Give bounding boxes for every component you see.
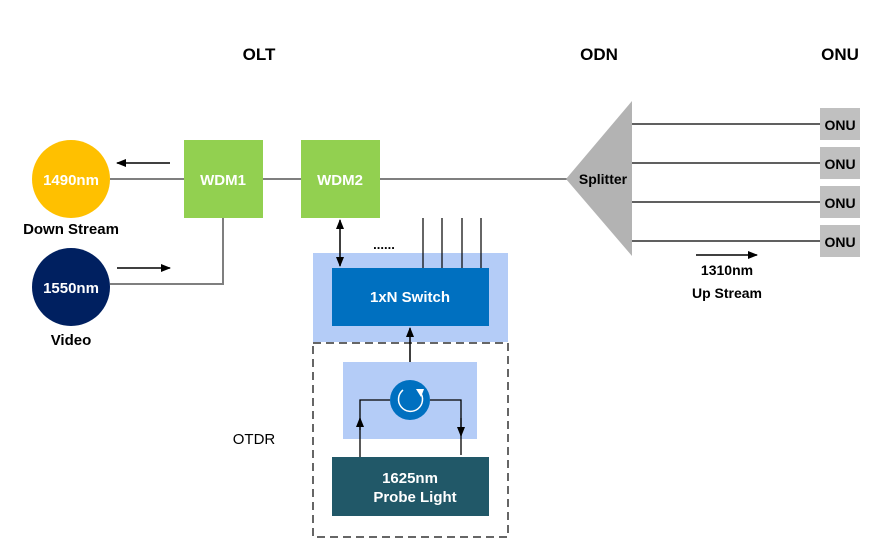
wdm2-label: WDM2	[317, 172, 363, 189]
switch-label: 1xN Switch	[370, 289, 450, 306]
switch-ellipsis: ......	[373, 237, 395, 252]
header-odn: ODN	[580, 45, 618, 64]
splitter-label: Splitter	[579, 171, 628, 187]
wdm1-box	[184, 140, 263, 218]
splitter-triangle	[566, 101, 632, 256]
circulator-to-probe-line	[359, 399, 390, 482]
onu-2: ONU	[820, 147, 860, 179]
onu-label: ONU	[824, 156, 855, 172]
fiber-1550-wdm1	[110, 218, 224, 285]
video-source	[32, 248, 110, 326]
video-caption: Video	[51, 332, 92, 349]
downstream-caption: Down Stream	[23, 221, 119, 238]
circulator-arrowhead-icon	[416, 389, 424, 397]
wdm1-label: WDM1	[200, 172, 246, 189]
onu-4: ONU	[820, 225, 860, 257]
downstream-wavelength: 1490nm	[43, 172, 99, 189]
onu-3: ONU	[820, 186, 860, 218]
probe-light-box	[332, 457, 489, 516]
onu-label: ONU	[824, 195, 855, 211]
circulator-rotation-icon	[397, 389, 424, 413]
downstream-source	[32, 140, 110, 218]
probe-line1: 1625nm	[382, 470, 438, 487]
onu-label: ONU	[824, 234, 855, 250]
wdm2-box	[301, 140, 380, 218]
otdr-label: OTDR	[233, 431, 276, 448]
upstream-wavelength: 1310nm	[701, 262, 753, 278]
circulator-icon	[390, 380, 430, 420]
onu-1: ONU	[820, 108, 860, 140]
header-olt: OLT	[243, 45, 276, 64]
header-onu: ONU	[821, 45, 859, 64]
onu-label: ONU	[824, 117, 855, 133]
video-wavelength: 1550nm	[43, 280, 99, 297]
upstream-caption: Up Stream	[692, 285, 762, 301]
probe-line2: Probe Light	[373, 489, 456, 506]
switch-box	[332, 268, 489, 326]
